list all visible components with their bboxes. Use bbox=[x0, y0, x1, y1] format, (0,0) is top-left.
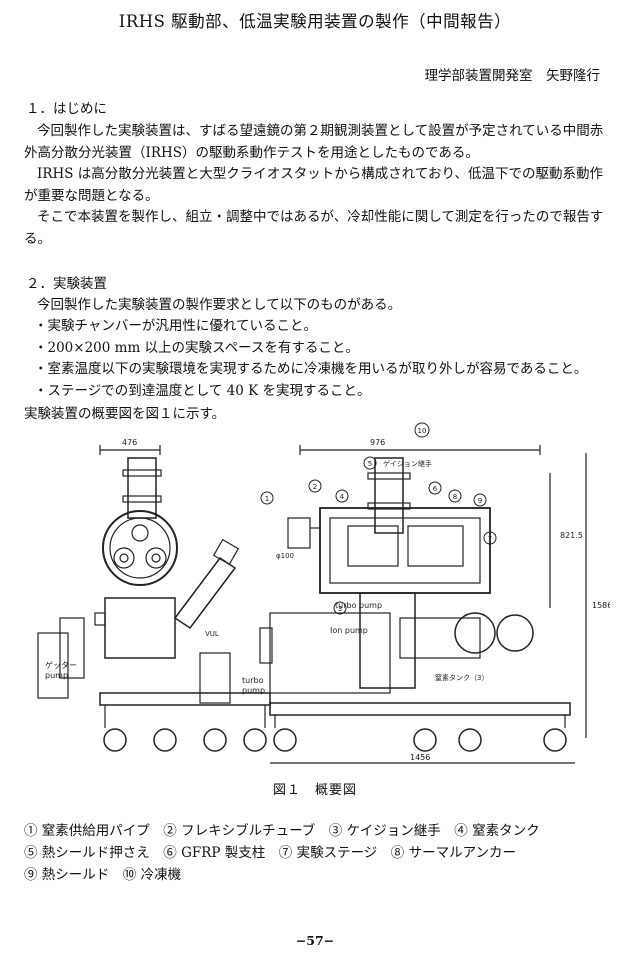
dim-height-total: 1586 bbox=[592, 601, 610, 610]
marker-2-label: 2 bbox=[313, 483, 317, 491]
marker-6-circle bbox=[428, 481, 442, 495]
legend-line: ⑤ 熱シールド押さえ ⑥ GFRP 製支柱 ⑦ 実験ステージ ⑧ サーマルアンカ… bbox=[24, 845, 517, 861]
apparatus-drawing: 476 ゲッター pump bbox=[37, 422, 612, 764]
marker-10-label: 10 bbox=[418, 427, 427, 435]
dim-right-width: 976 bbox=[370, 438, 385, 447]
section-2-intro-text: 今回製作した実験装置の製作要求として以下のものがある。 bbox=[37, 297, 402, 313]
marker-6-label: 6 bbox=[433, 485, 438, 493]
marker-3-label: 3 bbox=[338, 605, 342, 613]
page-number: −57− bbox=[295, 933, 335, 948]
figure-reference: 実験装置の概要図を図１に示す。 bbox=[24, 406, 226, 422]
section-1-paragraph-2: IRHS は高分散分光装置と大型クライオスタットから構成されており、低温下での駆… bbox=[24, 166, 603, 204]
marker-8-label: 8 bbox=[453, 493, 457, 501]
section-1-heading: １．はじめに bbox=[26, 101, 107, 117]
label-turbo-2b: pump bbox=[242, 686, 265, 695]
label-turbo-1: turbo pump bbox=[335, 601, 382, 610]
page-title: IRHS 駆動部、低温実験用装置の製作（中間報告） bbox=[118, 12, 512, 31]
dim-side: φ100 bbox=[276, 552, 294, 560]
label-getter-1: ゲッター bbox=[45, 660, 77, 670]
label-vul: VUL bbox=[205, 630, 219, 638]
section-2-intro: 今回製作した実験装置の製作要求として以下のものがある。 bbox=[24, 295, 604, 317]
legend-line: ⑨ 熱シールド ⑩ 冷凍機 bbox=[24, 867, 182, 883]
legend-line: ① 窒素供給用パイプ ② フレキシブルチューブ ③ ケイジョン継手 ④ 窒素タン… bbox=[24, 823, 540, 839]
figure-caption: 図１ 概要図 bbox=[272, 783, 357, 798]
marker-1-circle bbox=[260, 491, 274, 505]
list-item: ・室素温度以下の実験環境を実現するために冷凍機を用いるが取り外しが容易であること… bbox=[34, 361, 588, 377]
marker-3-circle bbox=[333, 601, 347, 615]
left-view: ゲッター pump VUL turbo pump bbox=[37, 457, 271, 752]
label-turbo-2: turbo bbox=[242, 676, 264, 685]
author-line: 理学部装置開発室 矢野隆行 bbox=[424, 68, 601, 84]
section-1-paragraph-3: そこで本装置を製作し、組立・調整中ではあるが、冷却性能に関して測定を行ったので報… bbox=[24, 209, 604, 247]
marker-7-label: 7 bbox=[488, 535, 492, 543]
list-item: ・200×200 mm 以上の実験スペースを有すること。 bbox=[34, 339, 359, 356]
marker-9-label: 9 bbox=[478, 497, 482, 505]
marker-8-circle bbox=[448, 489, 462, 503]
requirements-list: ・実験チャンバーが汎用性に優れていること。 ・200×200 mm 以上の実験ス… bbox=[34, 316, 614, 402]
list-item: ・ステージでの到達温度として 40 K を実現すること。 bbox=[34, 382, 371, 399]
label-tank: 窒素タンク（3） bbox=[435, 673, 488, 682]
marker-4-circle bbox=[335, 489, 349, 503]
right-view: 976 ゲイジョン継手 turbo pump Ion pump 窒素タンク（3） bbox=[259, 422, 612, 764]
section-1-body: 今回製作した実験装置は、すばる望遠鏡の第２期観測装置として設置が予定されている中… bbox=[24, 121, 604, 250]
marker-2-circle bbox=[308, 479, 322, 493]
dim-overall-width: 1456 bbox=[410, 753, 430, 762]
dim-height-inner: 821.5 bbox=[560, 531, 583, 540]
section-2-heading: ２．実験装置 bbox=[26, 276, 107, 292]
figure-legend: ① 窒素供給用パイプ ② フレキシブルチューブ ③ ケイジョン継手 ④ 窒素タン… bbox=[24, 820, 540, 886]
marker-1-label: 1 bbox=[265, 495, 269, 503]
overview-figure: 476 ゲッター pump bbox=[30, 418, 612, 778]
label-getter-2: pump bbox=[45, 671, 68, 680]
marker-5-label: 5 bbox=[368, 460, 372, 468]
marker-5-circle bbox=[363, 456, 377, 470]
section-1-paragraph-1: 今回製作した実験装置は、すばる望遠鏡の第２期観測装置として設置が予定されている中… bbox=[24, 123, 604, 161]
marker-4-label: 4 bbox=[340, 493, 345, 501]
marker-10-circle bbox=[414, 422, 430, 438]
left-dimension: 476 bbox=[99, 438, 161, 455]
dim-left-width: 476 bbox=[122, 438, 137, 447]
label-ion-pump: Ion pump bbox=[330, 626, 368, 635]
marker-9-circle bbox=[473, 493, 487, 507]
list-item: ・実験チャンバーが汎用性に優れていること。 bbox=[34, 318, 317, 334]
label-top: ゲイジョン継手 bbox=[383, 459, 432, 468]
marker-7-circle bbox=[483, 531, 497, 545]
